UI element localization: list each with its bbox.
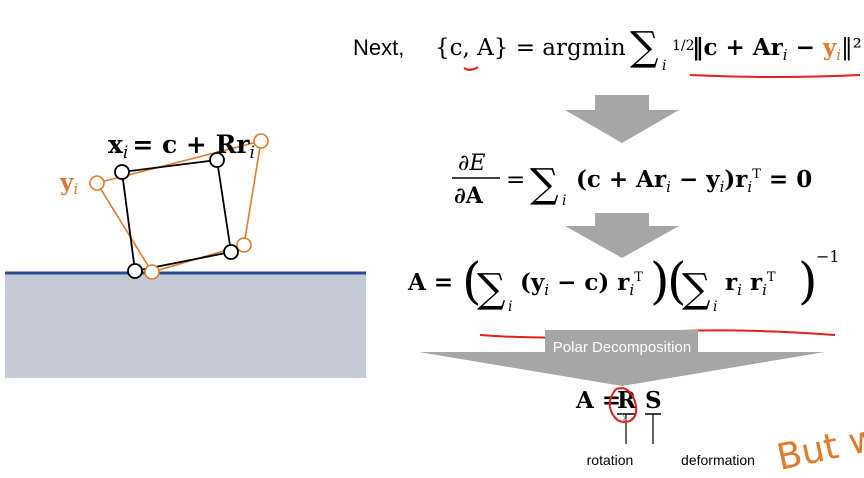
ground-block [5, 273, 366, 378]
eq3-paren-open-1: ( [462, 252, 482, 310]
eq4-S: S [645, 387, 662, 414]
red-underline-1 [689, 74, 861, 78]
eq1-half: 1/2 [672, 38, 695, 54]
eq2-sum: ∑ [530, 161, 559, 207]
eq3-sum-1: ∑ [477, 266, 506, 312]
eq3-paren-close-2: ) [798, 252, 818, 310]
down-arrow-1 [565, 95, 679, 143]
math-panel: Next, {c, A} = argmin ∑ i 1/2 ‖c + Ari −… [340, 0, 864, 478]
black-node [127, 263, 143, 279]
black-node [114, 164, 130, 180]
black-node [209, 152, 225, 168]
math-svg: Next, {c, A} = argmin ∑ i 1/2 ‖c + Ari −… [353, 24, 864, 478]
handwritten-note: But w [773, 417, 864, 474]
eq3-part2: ri riT [725, 269, 776, 299]
eq3-sum-sub-2: i [713, 299, 717, 315]
eq3-sum-sub-1: i [508, 299, 512, 315]
down-arrow-2 [565, 213, 679, 258]
polar-label: Polar Decomposition [553, 339, 691, 356]
eq2-eq: = [506, 167, 525, 193]
orange-node [89, 175, 105, 191]
eq1-sum: ∑ [630, 24, 659, 70]
orange-node [144, 264, 160, 280]
orange-node [253, 133, 269, 149]
eq3-lhs: A = [407, 269, 453, 296]
scribble-mark [621, 413, 628, 423]
rigid-shape [120, 158, 233, 273]
label-rotation: rotation [587, 452, 634, 468]
eq1-sum-sub: i [662, 58, 666, 74]
black-node [223, 244, 239, 260]
orange-node [236, 237, 252, 253]
eq3-paren-close-1: ) [650, 252, 670, 310]
next-label: Next, [353, 35, 404, 60]
label-deformation: deformation [681, 452, 755, 468]
eq1: {c, A} = argmin [435, 35, 626, 61]
red-mark-A [463, 66, 479, 71]
eq3-exp: −1 [816, 247, 840, 266]
eq3-part1: (yi − c) riT [520, 269, 643, 299]
eq3-sum-2: ∑ [682, 266, 711, 312]
eq2-sum-sub: i [562, 193, 566, 209]
eq2-num: ∂E [458, 151, 485, 176]
label-y: yi [59, 169, 78, 198]
left-diagram: xi= c + Rri yi [0, 0, 380, 474]
eq1-body: ‖c + Ari − yi‖² [692, 34, 862, 64]
red-circle-R [608, 387, 638, 423]
eq2-rhs: (c + Ari − yi)riT = 0 [576, 166, 812, 196]
eq3-paren-open-2: ( [667, 252, 687, 310]
polar-arrow [419, 330, 825, 386]
deformation-diagram-svg: xi= c + Rri yi [5, 130, 366, 378]
label-x-eq: xi= c + Rri [108, 130, 255, 163]
eq2-den: ∂A [454, 183, 484, 209]
